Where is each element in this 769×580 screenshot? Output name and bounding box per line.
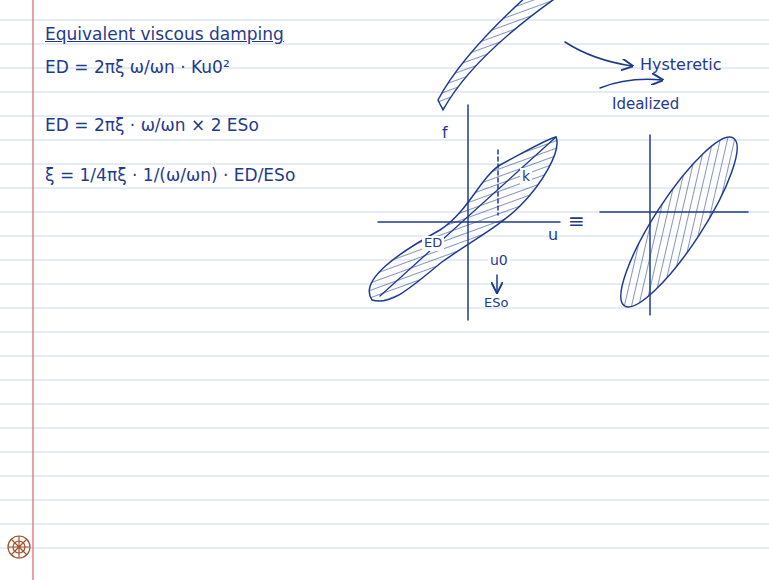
energy-label: ESo (484, 296, 508, 311)
equivalence-symbol: ≡ (568, 210, 585, 233)
slope-label: k (520, 168, 532, 184)
axis-label: u (548, 226, 558, 244)
annotation: Idealized (612, 96, 679, 113)
annotation: Hysteretic (640, 56, 722, 74)
formula: ED = 2πξ ω/ωn · Ku0² (45, 58, 230, 78)
axis-label: f (442, 124, 448, 142)
heading: Equivalent viscous damping (45, 24, 284, 44)
formula: ED = 2πξ · ω/ωn × 2 ESo (45, 116, 259, 136)
formula: ξ = 1/4πξ · 1/(ω/ωn) · ED/ESo (45, 166, 295, 186)
energy-label: ED (422, 236, 444, 251)
dimension-label: u0 (488, 252, 510, 268)
